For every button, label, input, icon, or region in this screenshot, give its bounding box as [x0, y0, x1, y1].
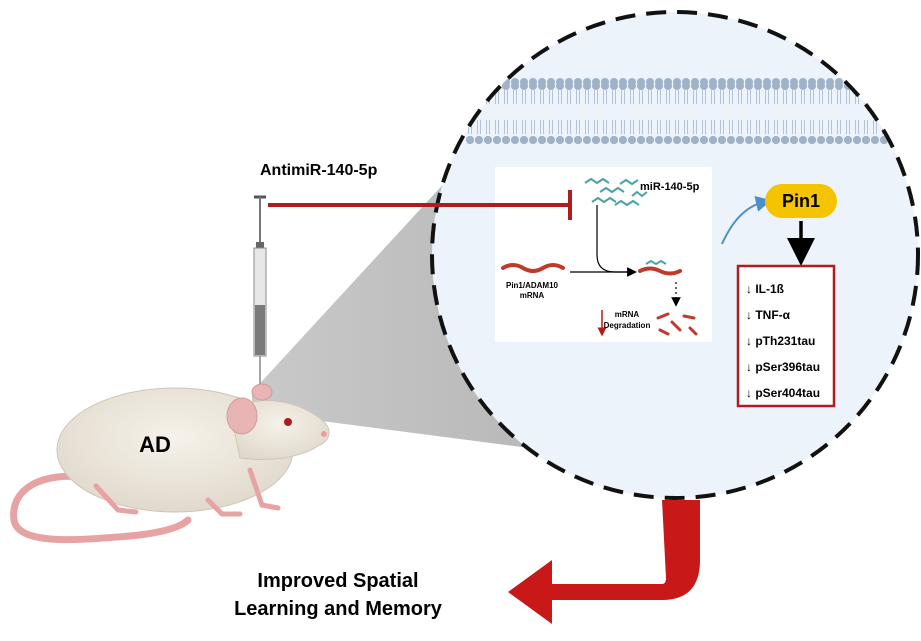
treatment-label: AntimiR-140-5p: [260, 162, 378, 179]
effects-list: ↓ IL-1ß ↓ TNF-α ↓ pTh231tau ↓ pSer396tau ↓ p…: [746, 282, 820, 400]
mrna-label-line1: Pin1/ADAM10: [506, 281, 559, 290]
degraded-fragments-icon: [656, 312, 698, 336]
upregulation-arrow: [721, 196, 772, 245]
effects-box: [736, 264, 836, 408]
mirna-label: miR-140-5p: [640, 181, 700, 193]
mouse-tail: [10, 472, 192, 544]
mouse-ear: [226, 397, 258, 435]
mirna-mrna-complex-icon: [638, 259, 682, 276]
outcome-line1: Improved Spatial: [257, 570, 418, 592]
cell-membrane: [466, 78, 888, 144]
mouse-illustration: [10, 383, 330, 544]
effect-item: ↓ pSer396tau: [746, 360, 820, 374]
mechanism-panel: [495, 167, 712, 342]
syringe-icon: [253, 195, 267, 395]
mouse-eye: [284, 418, 292, 426]
effect-item: ↓ pSer404tau: [746, 386, 820, 400]
pin1-label: Pin1: [782, 191, 820, 211]
pin1-node: [765, 184, 837, 218]
mrna-label-line2: mRNA: [520, 291, 545, 300]
outcome-line2: Learning and Memory: [234, 598, 443, 620]
effect-item: ↓ pTh231tau: [746, 334, 815, 348]
degradation-label-line2: Degradation: [604, 321, 651, 330]
mrna-strand-icon: [501, 263, 565, 273]
mouse-label: AD: [139, 432, 171, 457]
mirna-cluster: [584, 177, 648, 207]
effect-item: ↓ TNF-α: [746, 308, 791, 322]
outcome-arrow: [508, 500, 700, 624]
degradation-label-line1: mRNA: [615, 310, 640, 319]
effect-item: ↓ IL-1ß: [746, 282, 784, 296]
